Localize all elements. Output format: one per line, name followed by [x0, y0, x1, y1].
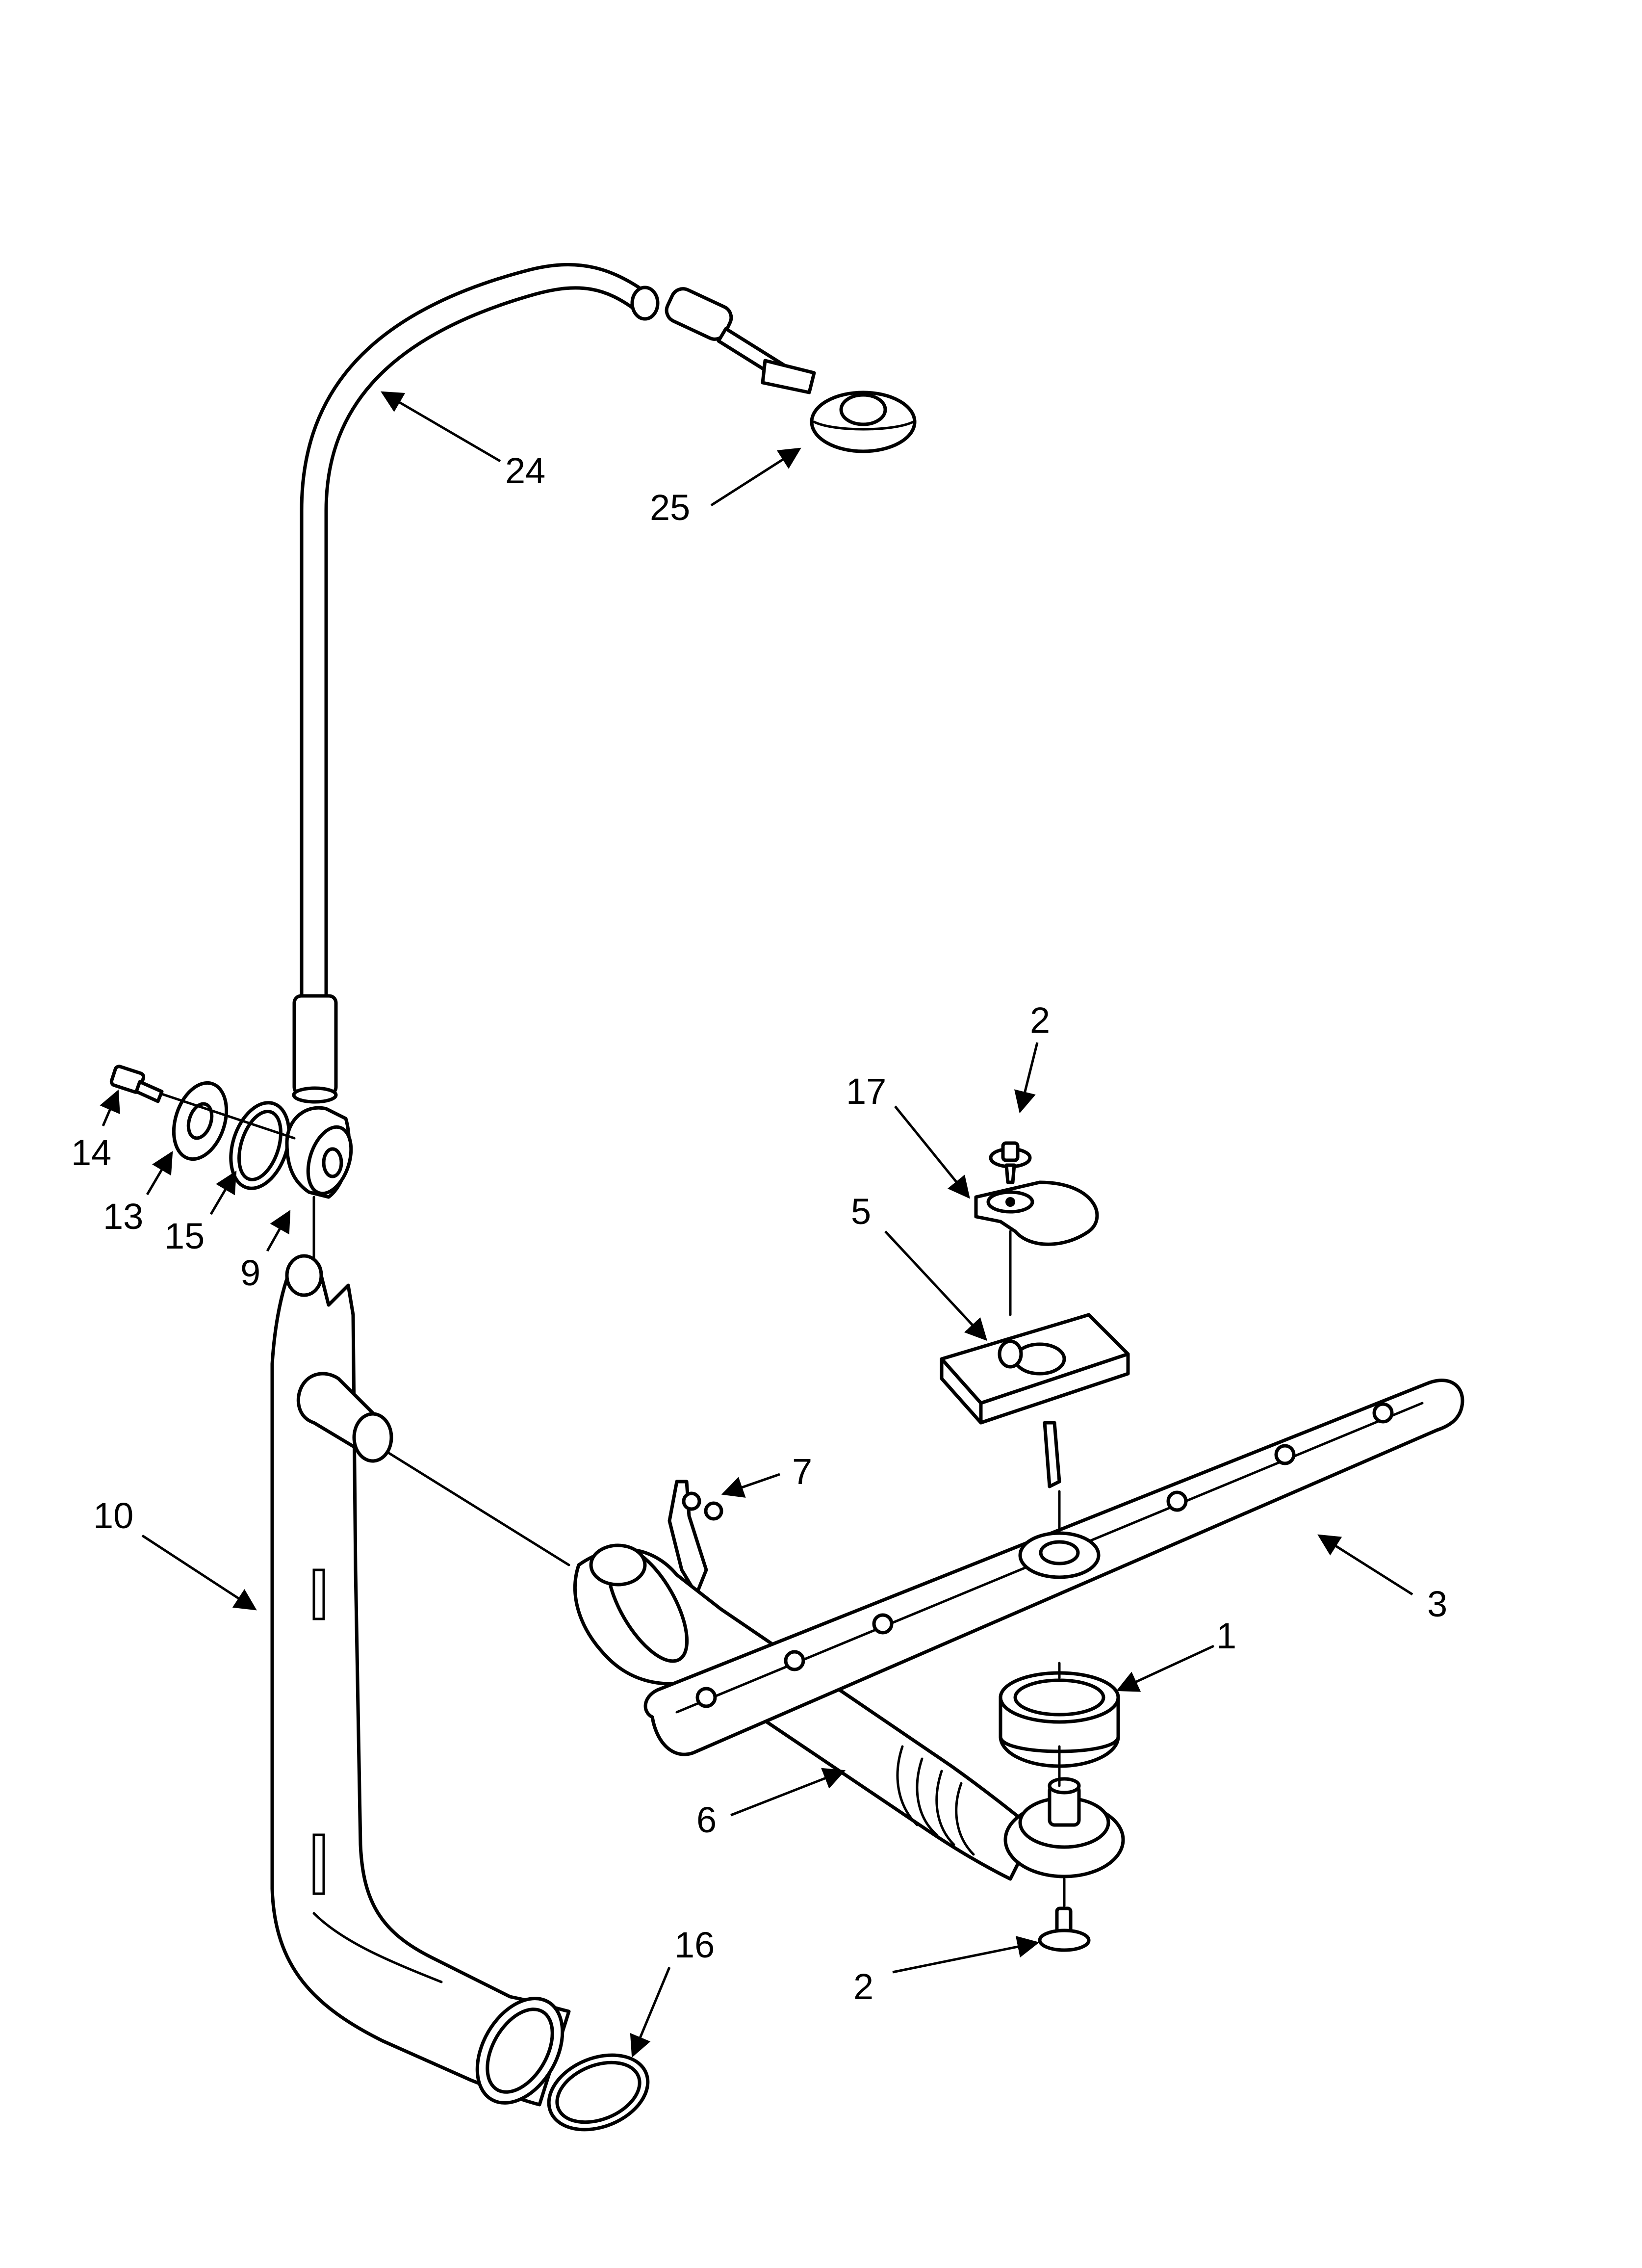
- bracket-part-7: [667, 1480, 723, 1596]
- lower-wash-tube-part-6: [573, 1543, 1037, 1881]
- o-ring-part-16: [547, 2053, 650, 2132]
- screw-part-2-top: [989, 1141, 1032, 1184]
- callout-10: 10: [93, 1495, 133, 1536]
- upper-spray-tube-part-24: [292, 262, 660, 1104]
- callout-25: 25: [650, 487, 690, 528]
- retainer-part-13: [172, 1081, 229, 1161]
- lower-hub: [1003, 1777, 1125, 1878]
- supply-manifold-part-10: [270, 1254, 571, 2107]
- callout-labels: 24 25 2 17 5 7 10 3 1 6 16 2 14 13 15 9: [71, 450, 1447, 2007]
- callout-13: 13: [103, 1196, 143, 1237]
- fitting-part-9: [285, 1106, 353, 1199]
- callout-15: 15: [164, 1216, 205, 1256]
- bearing-ring-part-1: [999, 1671, 1120, 1768]
- clip-part-5: [940, 1313, 1130, 1488]
- spray-arm-part-3: [643, 1379, 1464, 1756]
- top-spray-head-part-25: [665, 287, 917, 453]
- screw-part-2-bottom: [1038, 1906, 1091, 1952]
- callout-6: 6: [696, 1799, 717, 1840]
- callout-5: 5: [851, 1191, 871, 1232]
- screw-part-14: [109, 1065, 164, 1103]
- leader-lines: [100, 391, 1413, 2058]
- callout-14: 14: [71, 1132, 111, 1173]
- callout-2-bottom: 2: [853, 1966, 873, 2007]
- callout-24: 24: [505, 450, 545, 491]
- callout-3: 3: [1427, 1584, 1447, 1624]
- callout-7: 7: [792, 1451, 812, 1492]
- o-ring-part-15: [229, 1101, 291, 1190]
- bracket-part-17: [974, 1180, 1099, 1246]
- callout-9: 9: [240, 1252, 260, 1293]
- callout-16: 16: [674, 1925, 715, 1965]
- callout-17: 17: [846, 1071, 886, 1112]
- callout-2-top: 2: [1030, 1000, 1050, 1041]
- callout-1: 1: [1216, 1616, 1236, 1656]
